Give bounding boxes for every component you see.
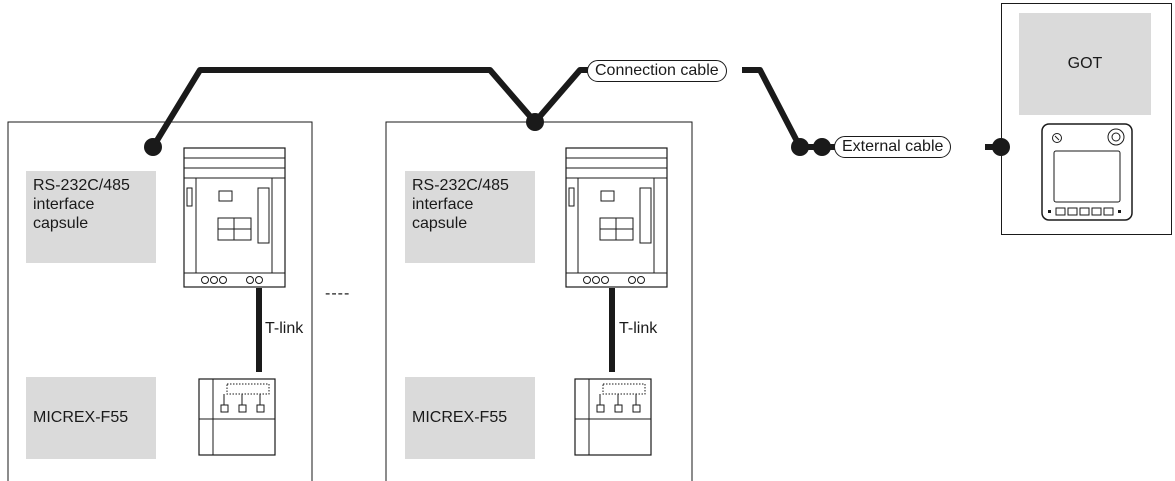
controller-icon xyxy=(198,378,276,456)
plc-unit-icon xyxy=(565,147,668,288)
controller-icon xyxy=(574,378,652,456)
station-separator: ---- xyxy=(325,285,351,302)
t-link-label: T-link xyxy=(619,320,658,337)
connection-cable-line-left xyxy=(532,67,592,124)
t-link-label: T-link xyxy=(265,320,304,337)
interface-capsule-label: RS-232C/485 interface capsule xyxy=(26,171,156,263)
cable-connector-dot xyxy=(813,138,831,156)
plc-unit-icon xyxy=(183,147,286,288)
got-connector-dot xyxy=(992,138,1010,156)
connection-cable-line-right xyxy=(742,67,835,150)
station-frame-1 xyxy=(7,121,313,481)
connection-cable-label: Connection cable xyxy=(587,60,727,82)
got-terminal-icon xyxy=(1041,123,1133,221)
got-label: GOT xyxy=(1019,13,1151,115)
got-frame xyxy=(1001,3,1172,235)
controller-label: MICREX-F55 xyxy=(26,377,156,459)
bus-connector-dot xyxy=(144,138,162,156)
interface-capsule-label: RS-232C/485 interface capsule xyxy=(405,171,535,263)
bus-line xyxy=(150,67,538,149)
controller-label: MICREX-F55 xyxy=(405,377,535,459)
external-cable-label: External cable xyxy=(834,136,952,158)
bus-connector-dot xyxy=(526,113,544,131)
cable-connector-dot xyxy=(791,138,809,156)
